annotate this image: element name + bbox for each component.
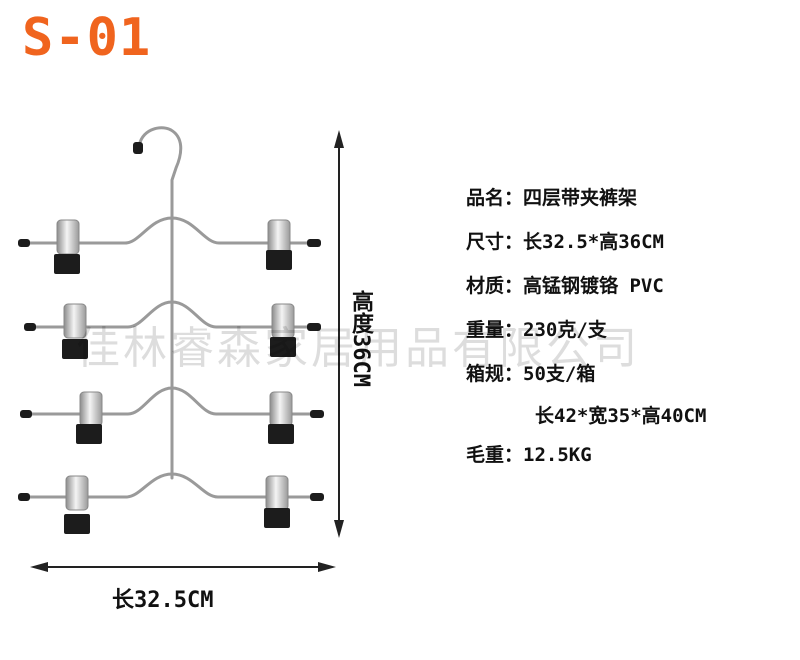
tier-2-rod — [32, 300, 320, 329]
clip-icon — [76, 391, 103, 444]
height-dimension-label: 高度36CM — [348, 290, 373, 387]
clip-icon — [264, 475, 290, 528]
clips — [54, 219, 296, 534]
clip-icon — [268, 391, 294, 444]
hook-tip-icon — [133, 142, 143, 154]
spec-product-name: 品名：四层带夹裤架 — [466, 187, 638, 209]
spec-material: 材质：高锰钢镀铬 PVC — [466, 275, 664, 297]
tier-3-rod — [28, 386, 322, 416]
spec-size: 尺寸：长32.5*高36CM — [466, 231, 664, 253]
hanger-hook — [137, 126, 183, 480]
spec-carton: 箱规：50支/箱 — [466, 363, 596, 385]
clip-icon — [54, 219, 80, 274]
tier-rods — [26, 216, 322, 499]
spec-weight: 重量：230克/支 — [466, 319, 607, 341]
width-dimension-arrow — [30, 562, 336, 572]
width-dimension-label: 长32.5CM — [112, 588, 214, 613]
spec-gross-weight: 毛重：12.5KG — [466, 444, 592, 466]
spec-carton-size: 长42*宽35*高40CM — [535, 405, 707, 427]
clip-icon — [62, 303, 88, 359]
rod-end-caps — [18, 239, 324, 501]
clip-icon — [64, 475, 90, 534]
clip-icon — [266, 219, 292, 270]
tier-4-rod — [26, 472, 322, 499]
height-dimension-arrow — [334, 130, 344, 538]
tier-1-rod — [26, 216, 320, 245]
model-code: S-01 — [22, 8, 152, 68]
clip-icon — [270, 303, 296, 357]
